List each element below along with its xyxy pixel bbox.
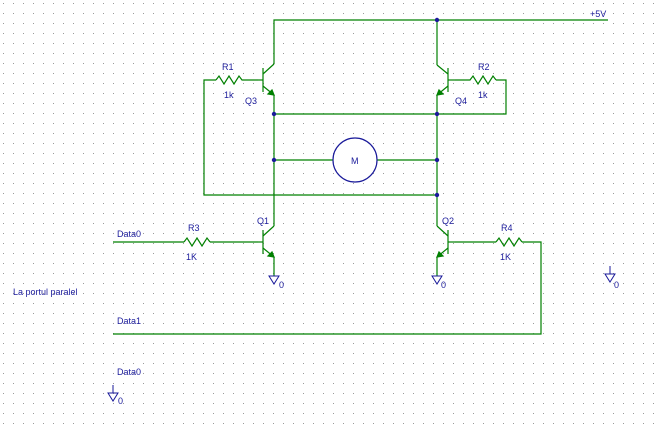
resistor-r3[interactable]	[183, 236, 211, 248]
transistor-q1-ref: Q1	[257, 216, 269, 226]
resistor-r2-ref: R2	[478, 62, 490, 72]
motor-label: M	[351, 156, 359, 166]
junctions	[271, 17, 440, 198]
resistor-r4-ref: R4	[501, 223, 513, 233]
resistor-r2[interactable]	[455, 74, 497, 86]
transistor-q3-ref: Q3	[245, 96, 257, 106]
junction-dot	[434, 17, 440, 23]
ground-label: 0	[118, 396, 123, 406]
junction-dot	[271, 111, 277, 117]
transistor-q2[interactable]	[436, 220, 455, 262]
resistor-r1-value: 1k	[224, 90, 234, 100]
junction-dot	[434, 192, 440, 198]
ground-symbol	[268, 275, 280, 285]
transistor-q2-ref: Q2	[442, 216, 454, 226]
resistor-r1[interactable]	[215, 74, 258, 86]
ground-label: 0	[279, 280, 284, 290]
ground-label: 0	[614, 280, 619, 290]
resistor-r4[interactable]	[495, 236, 523, 248]
transistor-q1[interactable]	[258, 221, 275, 262]
junction-dot	[434, 157, 440, 163]
resistor-r3-value: 1K	[186, 252, 197, 262]
supply-label: +5V	[590, 9, 606, 19]
resistor-r4-value: 1K	[500, 252, 511, 262]
junction-dot	[271, 157, 277, 163]
ground-symbol	[604, 266, 616, 283]
r1-feedback-wire	[203, 79, 437, 196]
transistor-q3[interactable]	[258, 55, 275, 96]
transistor-q4-ref: Q4	[455, 96, 467, 106]
wires	[113, 19, 608, 335]
resistor-r1-ref: R1	[222, 62, 234, 72]
transistor-q4[interactable]	[436, 64, 455, 96]
net-data1-label: Data1	[117, 316, 141, 326]
supply-rail	[273, 19, 608, 55]
motor-symbol[interactable]	[332, 137, 378, 183]
net-data0-label: Data0	[117, 229, 141, 239]
data1-wire	[113, 241, 542, 335]
ground-symbol	[431, 275, 443, 285]
cross-wire-r2	[274, 79, 507, 115]
resistor-r2-value: 1k	[478, 90, 488, 100]
resistor-r3-ref: R3	[188, 223, 200, 233]
net-data0-bottom-label: Data0	[117, 367, 141, 377]
parallel-port-note: La portul paralel	[13, 287, 78, 297]
junction-dot	[434, 111, 440, 117]
ground-symbol	[107, 385, 119, 402]
ground-label: 0	[441, 280, 446, 290]
